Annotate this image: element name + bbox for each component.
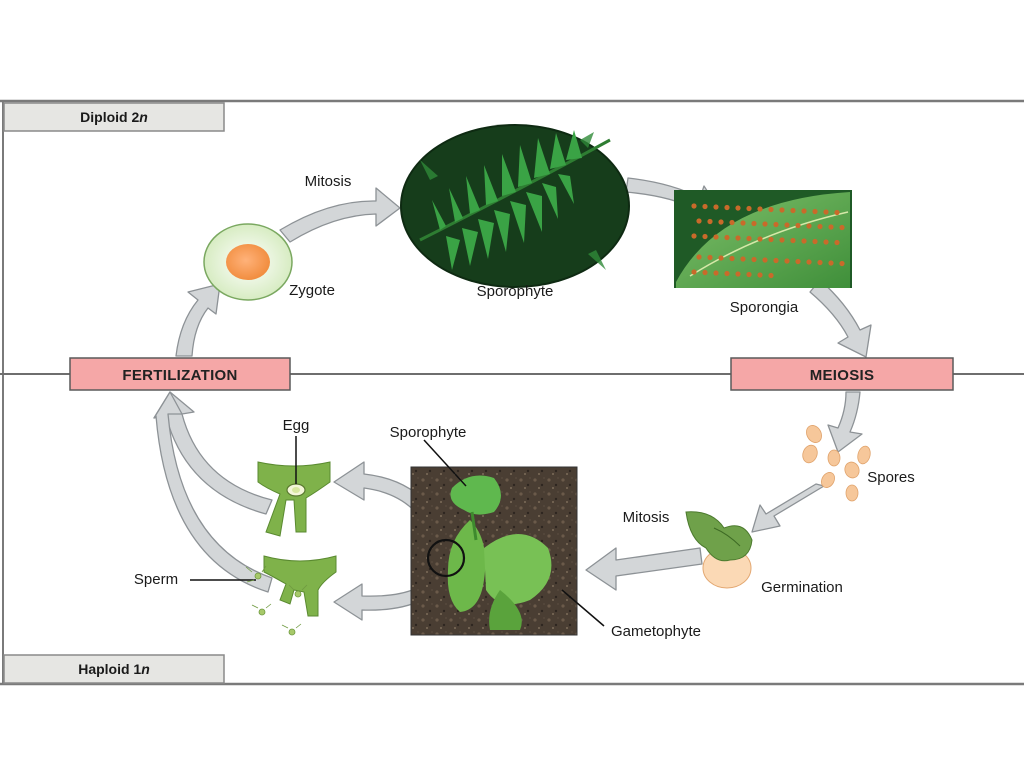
diploid-phase-box: Diploid 2n (3, 102, 225, 132)
label-sporophyte-bottom: Sporophyte (390, 424, 467, 441)
label-germination: Germination (761, 579, 843, 596)
arrow-fertilization-to-zygote (175, 283, 221, 357)
label-spores: Spores (867, 469, 915, 486)
cycle-arrows (153, 177, 872, 621)
germination-illustration (685, 511, 753, 589)
young-sporophyte (450, 475, 501, 515)
arrow-germination-to-gametophyte (585, 547, 703, 591)
meiosis-box: MEIOSIS (730, 357, 954, 391)
meiosis-label: MEIOSIS (810, 367, 875, 384)
label-sperm: Sperm (134, 571, 178, 588)
pointer-lines (423, 439, 605, 627)
sporongia-image (674, 190, 852, 288)
magnify-circle (426, 538, 466, 578)
diagram-labels: Mitosis Zygote Sporophyte Sporongia Spor… (134, 173, 915, 640)
fertilization-label: FERTILIZATION (122, 367, 237, 384)
label-mitosis-top: Mitosis (305, 173, 352, 190)
fertilization-box: FERTILIZATION (69, 357, 291, 391)
label-egg: Egg (283, 417, 310, 434)
label-mitosis-bottom: Mitosis (623, 509, 670, 526)
arrow-sperm-to-fertilization (153, 391, 273, 593)
zygote-illustration (203, 223, 293, 301)
sperm-cells (245, 565, 308, 636)
sporophyte-frond-image (400, 124, 630, 288)
haploid-phase-box: Haploid 1n (3, 654, 225, 684)
label-zygote: Zygote (289, 282, 335, 299)
arrow-sporongia-to-meiosis (809, 279, 872, 358)
label-sporongia: Sporongia (730, 299, 799, 316)
arrow-meiosis-to-spores (827, 391, 863, 453)
sperm-antheridium (190, 555, 337, 636)
arrow-zygote-to-sporophyte (279, 187, 401, 243)
haploid-phase-label: Haploid 1n (78, 661, 150, 677)
arrow-spores-to-germination (751, 483, 825, 533)
egg-archegonium (257, 436, 331, 537)
label-sporophyte-top: Sporophyte (477, 283, 554, 300)
label-gametophyte: Gametophyte (611, 623, 701, 640)
diploid-phase-label: Diploid 2n (80, 109, 148, 125)
spores-illustration (802, 425, 871, 502)
gametophyte-photo (410, 466, 578, 636)
